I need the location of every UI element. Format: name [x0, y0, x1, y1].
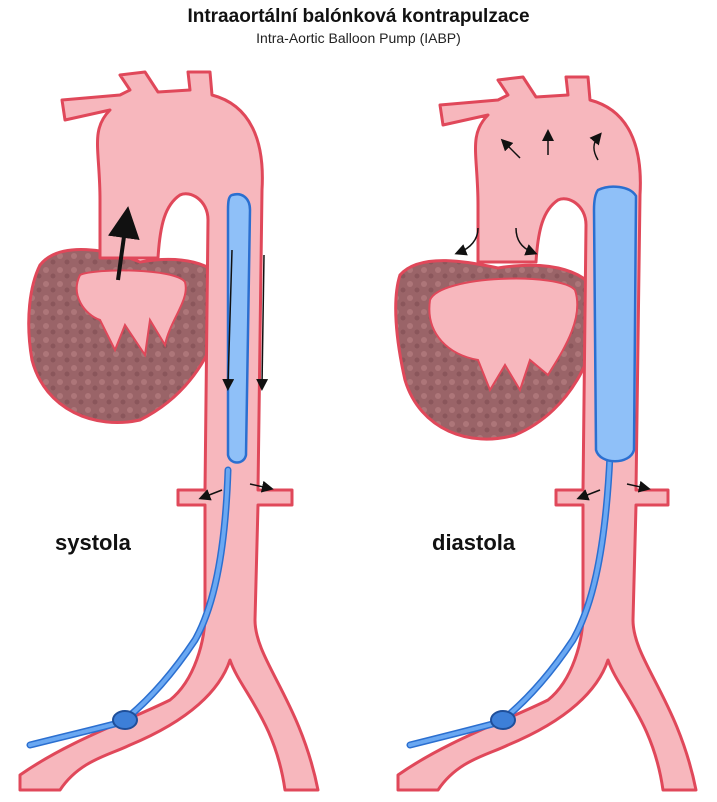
systole-balloon-deflated: [228, 194, 250, 462]
systole-aorta: [20, 72, 318, 790]
diastole-label: diastola: [432, 530, 515, 556]
diastole-aorta: [398, 77, 696, 790]
diastole-balloon-inflated: [594, 187, 636, 462]
diastole-coronary-arrow-left: [460, 228, 478, 252]
diastole-panel: [396, 77, 696, 790]
systole-sheath: [113, 711, 137, 729]
systole-panel: [20, 72, 318, 790]
systole-label: systola: [55, 530, 131, 556]
diastole-sheath: [491, 711, 515, 729]
